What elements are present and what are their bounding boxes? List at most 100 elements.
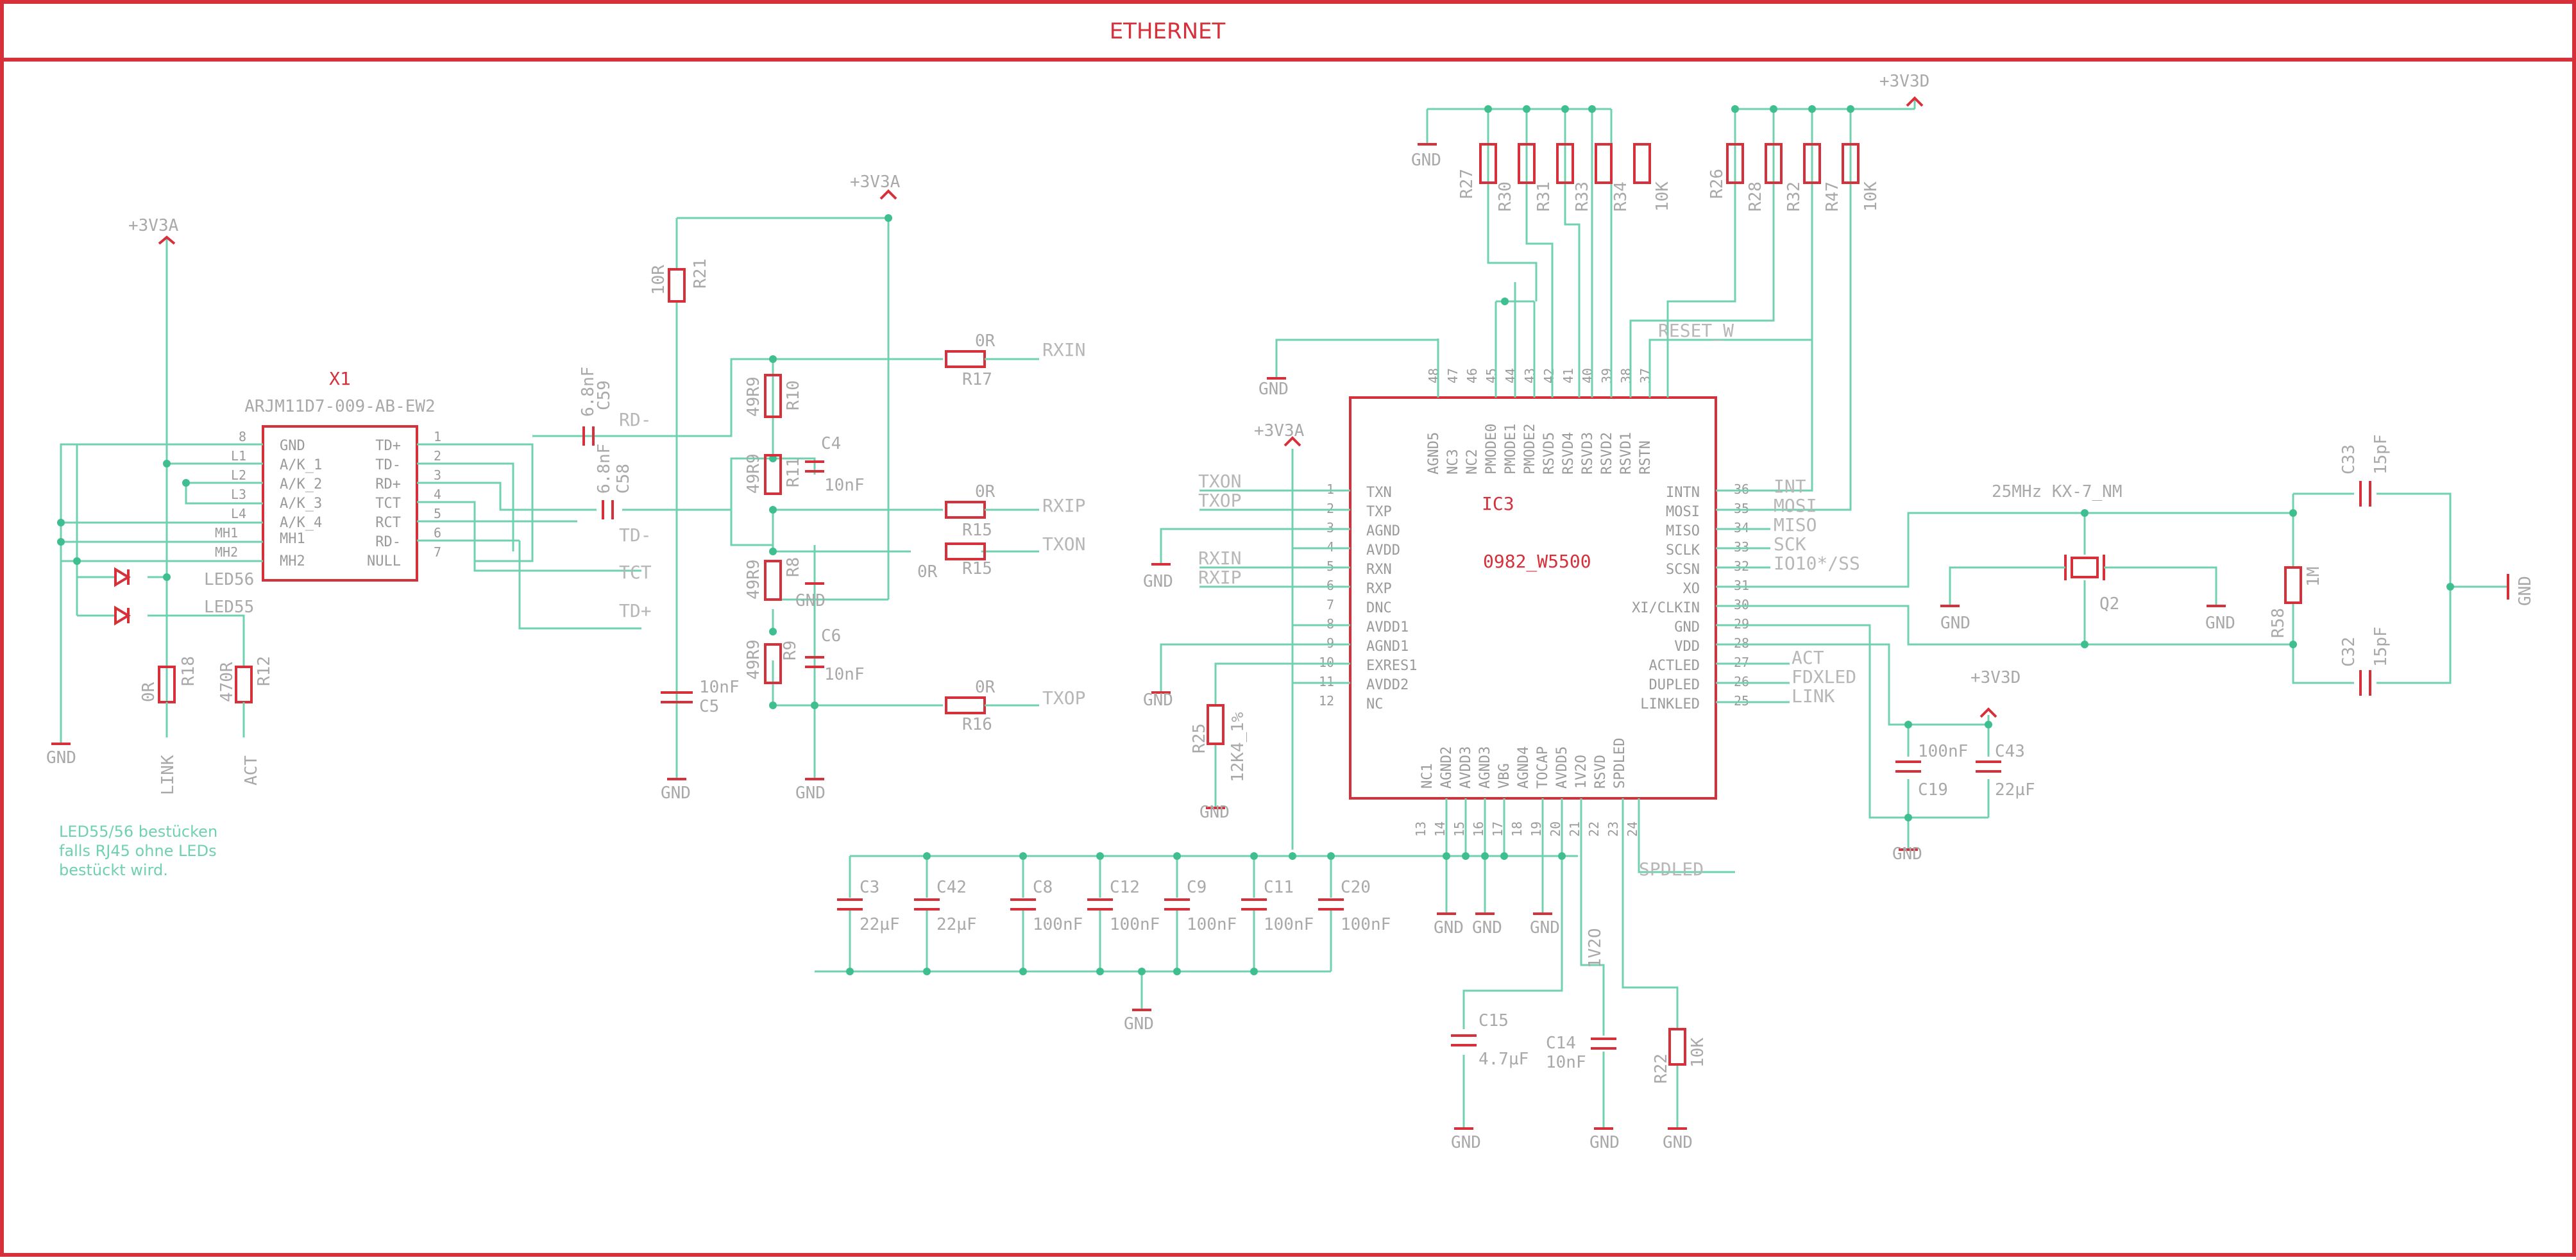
c12-ref: C12	[1110, 878, 1140, 897]
resistor-r21: 10R R21	[649, 258, 710, 303]
x1-pin-num-r4: 4	[434, 487, 441, 502]
net-miso: MISO	[1774, 514, 1817, 535]
ic3-pin-rstn: RSTN	[1638, 441, 1654, 475]
gnd-xtal-left: GND	[1940, 614, 1970, 633]
ic3-num-26: 26	[1734, 674, 1749, 689]
ic3-pin-agnd: AGND	[1366, 523, 1400, 539]
net-act: ACT	[1792, 647, 1824, 668]
capacitor-c14: C14 10nF	[1546, 1034, 1616, 1072]
ic3-num-24: 24	[1625, 821, 1640, 837]
ic3-pin-avdd1: AVDD1	[1366, 619, 1409, 635]
net-td-minus: TD-	[619, 525, 652, 546]
ic3-pin-txn: TXN	[1366, 485, 1392, 501]
decoupling-caps: C3 22µF C42 22µF C8 100nF C12 100nF C9 1…	[837, 856, 1391, 1034]
gnd-c4-label: GND	[795, 591, 826, 610]
ic3-pin-agnd5: AGND5	[1426, 432, 1442, 475]
ic3-num-41: 41	[1561, 368, 1576, 383]
resistor-r8: 49R9 R8	[744, 557, 803, 601]
ic3-pin-tocap: TOCAP	[1535, 746, 1551, 789]
x1-pin-num-l7: MH2	[215, 544, 238, 560]
net-3v3d-right: +3V3D	[1970, 668, 2021, 687]
ic3-num-3: 3	[1326, 520, 1334, 535]
c58-value: 6.8nF	[595, 444, 614, 494]
ic3-pin-pmode2: PMODE2	[1522, 424, 1538, 475]
ic3-num-36: 36	[1734, 482, 1749, 497]
r18-value: 0R	[975, 482, 996, 501]
ic3-pin-agnd4: AGND4	[1516, 746, 1532, 789]
net-rxin-right: RXIN	[1042, 339, 1085, 360]
ic3-body	[1349, 396, 1717, 800]
ic-right-wires	[1716, 512, 2293, 850]
ic3-pin-rsvd3: RSVD3	[1580, 432, 1596, 475]
x1-pin-right-2: TD-	[375, 457, 401, 473]
capacitor-c32: C32 15pF	[2339, 626, 2391, 696]
r12-value: 470R	[217, 662, 237, 702]
ic3-pin-linkled: LINKLED	[1640, 696, 1700, 712]
net-reset: RESET_W	[1658, 320, 1734, 342]
ic3-num-33: 33	[1734, 539, 1749, 555]
net-rxip-right: RXIP	[1042, 495, 1085, 516]
xtal-load-junctions	[2289, 509, 2454, 648]
ic3-num-6: 6	[1326, 578, 1334, 593]
crystal-ref: Q2	[2099, 594, 2119, 614]
ic3-num-7: 7	[1326, 597, 1334, 612]
gnd-bottom-row: GND GND GND	[1451, 1127, 1693, 1152]
ic3-pin-pmode1: PMODE1	[1503, 424, 1519, 475]
x1-pin-num-r5: 5	[434, 506, 441, 521]
gnd-decoupling-label: GND	[1124, 1014, 1154, 1034]
ic3-pin-pmode0: PMODE0	[1484, 424, 1500, 475]
x1-pin-left-4: A/K_3	[280, 496, 322, 512]
gnd-c6-label: GND	[795, 784, 826, 803]
c8-ref: C8	[1033, 878, 1053, 897]
c3-value: 22µF	[860, 915, 900, 934]
ic3-pin-dnc: DNC	[1366, 600, 1392, 616]
ic3-num-18: 18	[1509, 821, 1525, 837]
r12-ref: R12	[255, 656, 274, 686]
x1-pin-num-l4: L3	[231, 487, 246, 502]
pullup-resistors: R27 R30 R31 R33 R34 10K R26 R28 R32 R47 …	[1457, 143, 1881, 212]
ic3-num-2: 2	[1326, 501, 1334, 516]
ic3-pin-rsvd2: RSVD2	[1599, 432, 1615, 475]
x1-pin-num-l5: L4	[231, 506, 246, 521]
r7-value: 0R	[139, 682, 158, 702]
net-txon-right: TXON	[1042, 533, 1085, 555]
resistor-r15: 0R R15	[917, 542, 992, 582]
net-mosi: MOSI	[1774, 495, 1817, 516]
gnd-agnd3-label: GND	[1472, 918, 1502, 937]
net-3v3a-ic: +3V3A	[1254, 421, 1305, 441]
c12-value: 100nF	[1110, 915, 1160, 934]
ic3-num-1: 1	[1326, 482, 1334, 497]
ic3-num-15: 15	[1452, 821, 1467, 837]
x1-pin-left-2: A/K_1	[280, 457, 322, 473]
gnd-xtal-load-label: GND	[2516, 576, 2535, 606]
resistor-r25: R25 12K4_1%	[1190, 704, 1248, 782]
r31-ref: R31	[1534, 181, 1554, 212]
net-int: INT	[1774, 476, 1806, 497]
r25-ref: R25	[1190, 723, 1209, 753]
ic3-pin-txp: TXP	[1366, 504, 1392, 520]
x1-pin-num-l1: 8	[239, 429, 246, 444]
c14-ref: C14	[1546, 1034, 1576, 1053]
ic3-num-42: 42	[1541, 368, 1557, 383]
xtal-load-wires	[2292, 492, 2508, 684]
ic3-pin-agnd1: AGND1	[1366, 639, 1409, 655]
x1-pin-num-l6: MH1	[215, 525, 238, 541]
ic3-pin-xi: XI/CLKIN	[1632, 600, 1700, 616]
gnd-r25-label: GND	[1199, 803, 1230, 822]
r16-value: 0R	[975, 678, 996, 697]
gnd-xtal-load: GND	[2507, 574, 2535, 606]
net-rd-minus: RD-	[619, 409, 652, 430]
ic3-pin-agnd2: AGND2	[1439, 746, 1455, 789]
capacitor-c19: 100nF C19	[1895, 742, 1968, 800]
ic3-num-13: 13	[1413, 821, 1428, 837]
c32-ref: C32	[2339, 637, 2359, 667]
ic-top-junctions	[1484, 105, 1854, 305]
net-tct: TCT	[619, 562, 652, 583]
ic3-num-20: 20	[1548, 821, 1563, 837]
ic3-pin-spdled: SPDLED	[1612, 738, 1628, 789]
r10-value: 49R9	[744, 376, 763, 417]
ic3-num-8: 8	[1326, 616, 1334, 632]
led55-ref: LED55	[204, 598, 254, 617]
gnd-left: GND	[46, 743, 76, 768]
